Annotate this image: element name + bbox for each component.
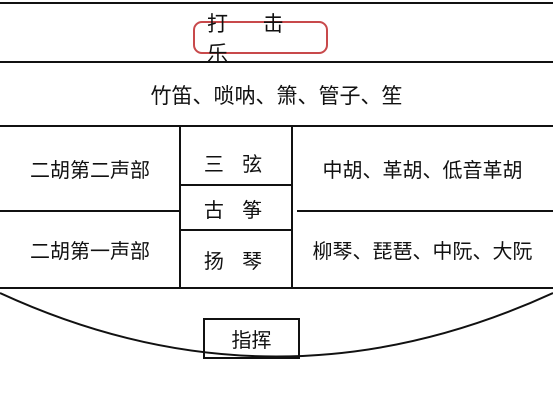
left-lower-label: 二胡第一声部 — [30, 239, 150, 263]
center-bottom-label: 扬 琴 — [203, 248, 269, 273]
center-mid-label: 古 筝 — [203, 198, 269, 222]
percussion-label: 打 击 乐 — [207, 11, 298, 66]
center-top-label: 三 弦 — [203, 152, 269, 176]
winds-label: 竹笛、唢呐、箫、管子、笙 — [150, 84, 403, 108]
stage-arc — [0, 292, 553, 358]
percussion-frame — [193, 21, 328, 54]
conductor-label: 指挥 — [203, 318, 300, 359]
right-upper-label: 中胡、革胡、低音革胡 — [322, 158, 523, 182]
left-upper-label: 二胡第二声部 — [30, 158, 150, 182]
right-lower-label: 柳琴、琵琶、中阮、大阮 — [312, 239, 533, 263]
